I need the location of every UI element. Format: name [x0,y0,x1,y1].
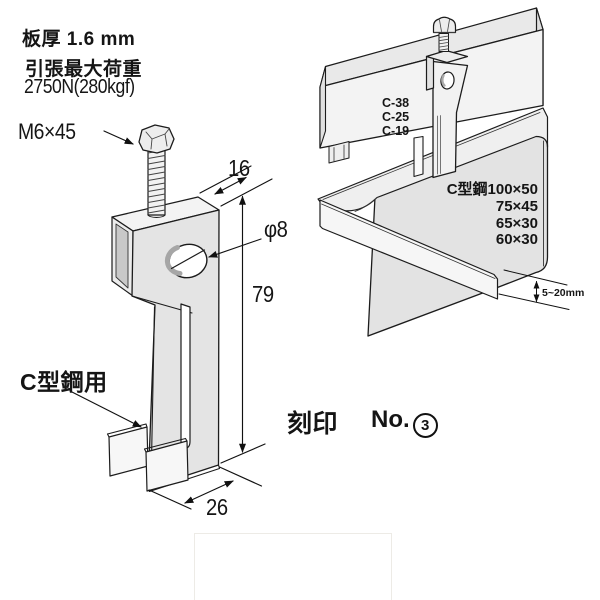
stamp-number-prefix: No. [371,406,410,433]
installation-view [317,7,549,337]
width-ext-lines [148,466,263,510]
bolt-icon [138,124,175,216]
rail-left-end [319,65,327,149]
bolt-head [138,124,175,154]
channel-size-75x45: 75×45 [495,197,538,215]
bracket-hole-installed [440,71,455,90]
bracket-plate-installed [432,60,469,179]
spec-max-load-label: 引張最大荷重 [25,59,143,80]
stamp-label: 刻印 [287,410,339,438]
hook-tab-rear [106,423,149,477]
stamp-number-circle: 3 [412,413,438,438]
rail-size-c25: C-25 [382,109,410,124]
bolt-label-arrow [103,130,134,145]
bolt-size-label: M6×45 [18,119,76,144]
hole-dim-arrow [208,238,262,258]
dim-height-label: 79 [252,281,274,307]
clamp-side-flange [425,53,435,91]
bracket-front-view [106,124,221,493]
dim-width-label: 26 [206,494,228,520]
rail-size-c19: C-19 [382,123,410,138]
stamp-number: No.3 [371,406,438,438]
bracket-cavity [115,223,129,289]
depth-dim-arrow [214,176,247,195]
clamp-top-face [425,49,469,64]
dimension-lines-left [69,130,273,510]
dim-hole-diameter-label: φ8 [264,216,288,242]
channel-size-list: C型鋼100×50 75×45 65×30 60×30 [420,181,538,249]
channel-size-60x30: 60×30 [495,231,538,249]
usage-arrow [69,390,142,428]
gap-dimension [498,269,570,310]
usage-label: C型鋼用 [20,369,108,395]
rail-size-list: C-38 C-25 C-19 [382,96,410,138]
dim-depth-label: 16 [228,155,250,181]
height-ext-line [220,443,266,464]
faint-placeholder-box [194,533,392,600]
bracket-slot [180,303,191,449]
channel-size-65x30: 65×30 [495,214,538,232]
gap-dimension-label: 5~20mm [542,287,585,299]
spec-plate-thickness: 板厚 1.6 mm [22,29,136,50]
bolt-installed-icon [432,16,457,52]
spec-max-load-value: 2750N(280kgf) [24,76,135,98]
channel-bottom-lip [319,199,499,300]
channel-size-100x50: C型鋼100×50 [446,181,538,198]
width-dim-arrow [184,480,234,504]
mounting-hole [164,243,208,279]
rail-size-c38: C-38 [382,96,410,110]
bracket-hook-strip [413,135,424,178]
hook-tab-front [143,437,189,492]
